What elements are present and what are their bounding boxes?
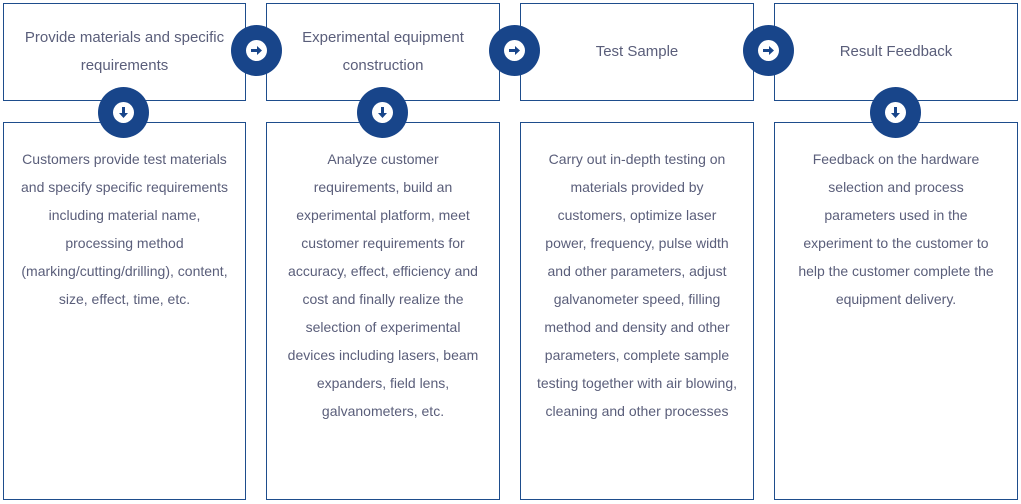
connector-step-1-down bbox=[98, 87, 149, 138]
step-4-title-box: Result Feedback bbox=[774, 3, 1018, 101]
step-1-title-box: Provide materials and specific requireme… bbox=[3, 3, 246, 101]
step-4-description: Feedback on the hardware selection and p… bbox=[798, 151, 994, 307]
connector-1-2 bbox=[231, 25, 282, 76]
step-2-description-box: Analyze customer requirements, build an … bbox=[266, 122, 500, 500]
connector-step-4-down bbox=[870, 87, 921, 138]
step-3-title-box: Test Sample bbox=[520, 3, 754, 101]
step-1-title: Provide materials and specific requireme… bbox=[24, 29, 225, 74]
arrow-right-icon bbox=[246, 40, 267, 61]
step-1-description-box: Customers provide test materials and spe… bbox=[3, 122, 246, 500]
step-4-title: Result Feedback bbox=[839, 43, 953, 60]
arrow-down-icon bbox=[113, 102, 134, 123]
arrow-right-icon bbox=[504, 40, 525, 61]
step-3-description: Carry out in-depth testing on materials … bbox=[537, 151, 737, 419]
step-4-description-box: Feedback on the hardware selection and p… bbox=[774, 122, 1018, 500]
step-1-description: Customers provide test materials and spe… bbox=[21, 151, 228, 307]
connector-2-3 bbox=[489, 25, 540, 76]
arrow-right-icon bbox=[758, 40, 779, 61]
step-2-title: Experimental equipment construction bbox=[302, 29, 464, 74]
connector-step-2-down bbox=[357, 87, 408, 138]
arrow-down-icon bbox=[885, 102, 906, 123]
arrow-down-icon bbox=[372, 102, 393, 123]
connector-3-4 bbox=[743, 25, 794, 76]
step-2-description: Analyze customer requirements, build an … bbox=[287, 151, 479, 419]
step-3-title: Test Sample bbox=[595, 43, 679, 60]
step-3-description-box: Carry out in-depth testing on materials … bbox=[520, 122, 754, 500]
step-2-title-box: Experimental equipment construction bbox=[266, 3, 500, 101]
